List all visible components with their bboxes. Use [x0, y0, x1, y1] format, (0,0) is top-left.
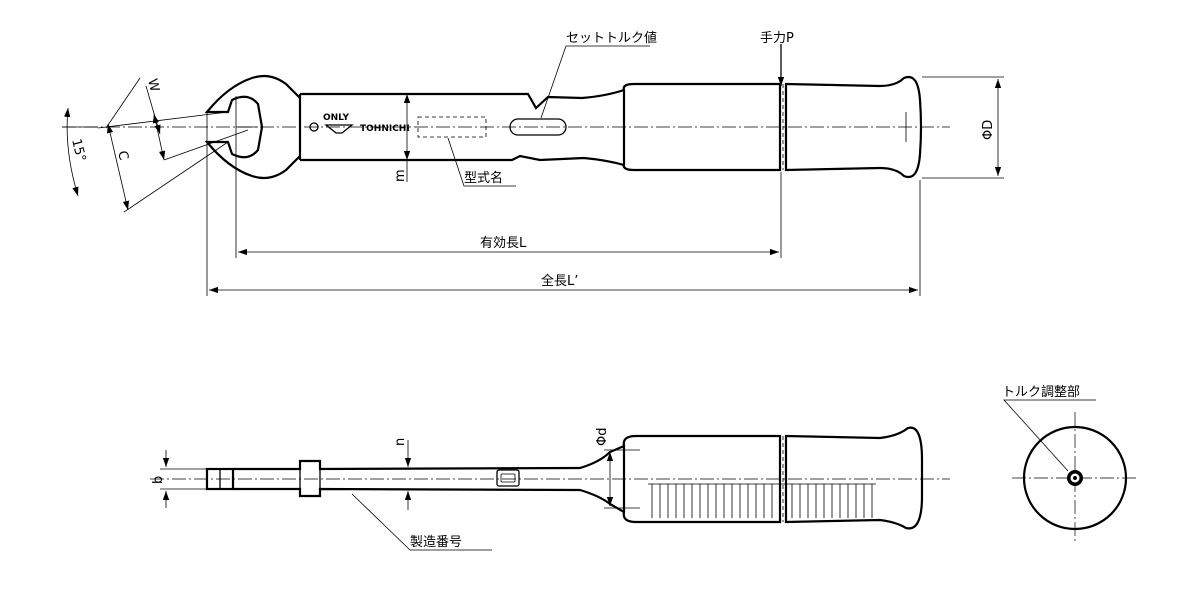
- effective-length-label: 有効長L: [480, 236, 527, 251]
- hand-force-label: 手力P: [760, 31, 794, 46]
- set-torque-window: [509, 118, 567, 136]
- grip: [622, 82, 782, 172]
- b-label: b: [151, 476, 166, 484]
- w-label: W: [144, 77, 162, 93]
- grip-ribs: [648, 483, 876, 518]
- brand-mark: TOHNICHI: [360, 124, 410, 134]
- wrench-body: [300, 88, 625, 167]
- angle-label: 15°: [68, 137, 88, 163]
- model-box: [417, 116, 487, 138]
- top-view: ONLY TOHNICHI ΦD m 有効長L 全長L’ 手力P: [62, 30, 1004, 296]
- m-label: m: [393, 169, 408, 182]
- phi-d-label: Φd: [595, 428, 610, 446]
- c-label: C: [114, 149, 131, 161]
- overall-length-label: 全長L’: [541, 273, 578, 289]
- only-mark: ONLY: [323, 113, 350, 123]
- end-view: トルク調整部: [1002, 385, 1138, 542]
- n-label: n: [393, 438, 408, 446]
- side-view: b n Φd 製造番号: [150, 426, 950, 551]
- serial-number-label: 製造番号: [410, 535, 462, 550]
- set-torque-label: セットトルク値: [566, 30, 657, 46]
- model-label: 型式名: [464, 170, 503, 186]
- torque-adjust-label: トルク調整部: [1002, 385, 1080, 400]
- side-grip: [622, 434, 782, 524]
- spanner-head: [204, 74, 301, 180]
- phi-D-label: ΦD: [981, 120, 996, 140]
